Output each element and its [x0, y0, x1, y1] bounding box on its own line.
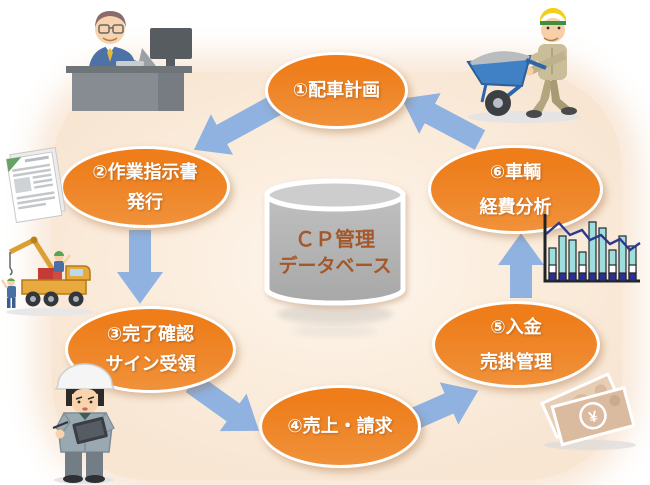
step-2-label-line2: 発行: [127, 191, 163, 212]
step-3-label-line1: ③完了確認: [106, 324, 195, 345]
step-1-label: ①配車計画: [292, 80, 381, 101]
cp-database-cylinder: ＣＰ管理 データベース: [264, 178, 406, 338]
construction-worker-wheelbarrow-illustration: [466, 8, 580, 123]
businessman-at-desk-illustration: [66, 11, 192, 111]
work-order-documents-illustration: [5, 146, 66, 224]
arrow-step3-to-step4: [185, 374, 260, 432]
arrow-step6-to-step1: [401, 93, 486, 150]
step-node-2-work-order-issue: ②作業指示書 発行: [60, 146, 230, 228]
step-5-label-line2: 売掛管理: [480, 351, 552, 372]
step-node-1-dispatch-plan: ①配車計画: [265, 52, 408, 129]
step-node-5-payment-receivables: ⑤入金 売掛管理: [432, 301, 600, 388]
concrete-pump-truck-illustration: [0, 236, 94, 316]
step-3-label-line2: サイン受領: [105, 354, 196, 374]
step-6-label-line2: 経費分析: [479, 196, 552, 217]
step-4-label: ④売上・請求: [287, 416, 393, 437]
cylinder-reflection: [277, 304, 393, 324]
site-inspector-clipboard-illustration: [52, 363, 116, 484]
cylinder-top: [264, 178, 406, 212]
step-6-label-line1: ⑥車輌: [489, 161, 542, 182]
step-node-4-sales-billing: ④売上・請求: [259, 385, 421, 468]
database-label-line2: データベース: [278, 254, 391, 277]
step-5-label-line1: ⑤入金: [490, 316, 542, 337]
expense-bar-chart-illustration: [543, 214, 641, 283]
yen-banknotes-illustration: ¥: [540, 372, 636, 450]
database-label-line1: ＣＰ管理: [295, 227, 375, 251]
step-node-6-vehicle-expense-analysis: ⑥車輌 経費分析: [428, 145, 603, 234]
cylinder-body: [264, 192, 406, 306]
step-2-label-line1: ②作業指示書: [92, 161, 198, 182]
